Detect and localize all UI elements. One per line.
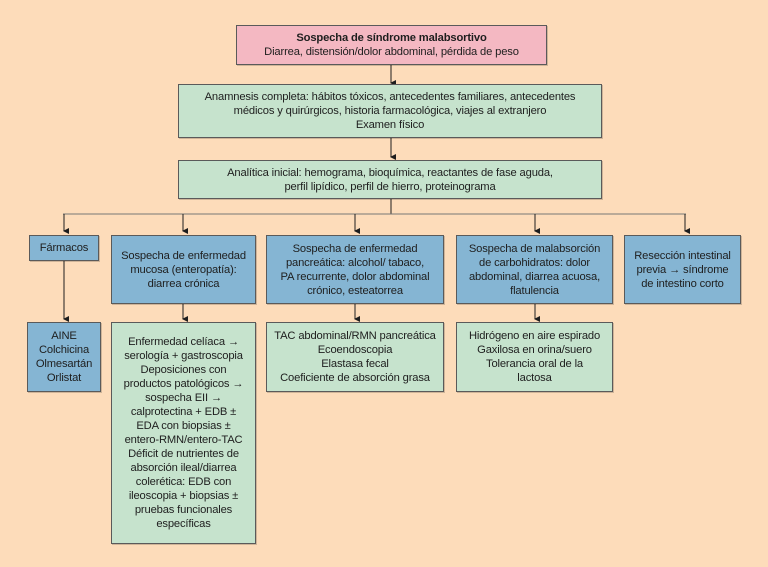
detail-line: lactosa	[517, 372, 552, 384]
branch-label: de carbohidratos: dolor	[479, 256, 590, 269]
branch-label: PA recurrente, dolor abdominal	[280, 270, 430, 283]
branch-carbohidratos: Sospecha de malabsorción de carbohidrato…	[456, 235, 613, 304]
detail-line: ileoscopia + biopsias ±	[128, 490, 239, 502]
title-box: Sospecha de síndrome malabsortivo Diarre…	[236, 25, 547, 65]
branch-label: crónico, esteatorrea	[307, 284, 403, 297]
anamnesis-line: Anamnesis completa: hábitos tóxicos, ant…	[204, 91, 576, 103]
anamnesis-line: Examen físico	[355, 119, 425, 131]
anamnesis-box: Anamnesis completa: hábitos tóxicos, ant…	[178, 84, 602, 138]
detail-line: productos patológicos →	[123, 378, 244, 390]
branch-reseccion: Resección intestinal previa → síndrome d…	[624, 235, 741, 304]
detail-line: Colchicina	[38, 344, 90, 356]
branch-label: Sospecha de enfermedad	[121, 249, 246, 262]
branch-label: mucosa (enteropatía):	[130, 263, 237, 276]
detail-line: Elastasa fecal	[321, 358, 389, 370]
detail-line: Déficit de nutrientes de	[128, 448, 239, 460]
detail-line: serología + gastroscopia	[124, 350, 243, 362]
detail-line: calprotectina + EDB ±	[130, 406, 237, 418]
branch-label: pancreática: alcohol/ tabaco,	[285, 256, 425, 269]
detail-line: colerética: EDB con	[135, 476, 232, 488]
analitica-box: Analítica inicial: hemograma, bioquímica…	[178, 160, 602, 199]
analitica-line: Analítica inicial: hemograma, bioquímica…	[227, 166, 553, 179]
title-subheading: Diarrea, distensión/dolor abdominal, pér…	[264, 46, 519, 58]
detail-line: Coeficiente de absorción grasa	[280, 372, 430, 384]
detail-line: Tolerancia oral de la	[486, 358, 583, 370]
detail-line: Gaxilosa en orina/suero	[477, 344, 592, 356]
branch-label: Fármacos	[39, 242, 89, 254]
detail-line: AINE	[51, 330, 77, 342]
branch-pancreatica: Sospecha de enfermedad pancreática: alco…	[266, 235, 444, 304]
branch-mucosa: Sospecha de enfermedad mucosa (enteropat…	[111, 235, 256, 304]
detail-carbohidratos: Hidrógeno en aire espirado Gaxilosa en o…	[456, 322, 613, 392]
detail-line: Ecoendoscopia	[317, 344, 393, 356]
detail-line: Hidrógeno en aire espirado	[468, 330, 601, 342]
branch-label: abdominal, diarrea acuosa,	[468, 270, 601, 283]
branch-label: diarrea crónica	[147, 277, 220, 290]
detail-line: EDA con biopsias ±	[136, 420, 231, 432]
detail-farmacos: AINE Colchicina Olmesartán Orlistat	[27, 322, 101, 392]
detail-line: Enfermedad celíaca →	[128, 336, 239, 348]
detail-pancreatica: TAC abdominal/RMN pancreática Ecoendosco…	[266, 322, 444, 392]
detail-line: TAC abdominal/RMN pancreática	[274, 330, 436, 342]
detail-line: pruebas funcionales	[134, 504, 233, 516]
detail-line: Orlistat	[46, 372, 82, 384]
detail-line: sospecha EII →	[145, 392, 222, 404]
branch-label: flatulencia	[510, 284, 559, 297]
detail-line: Deposiciones con	[140, 364, 227, 376]
detail-line: absorción ileal/diarrea	[130, 462, 237, 474]
title-heading: Sospecha de síndrome malabsortivo	[296, 32, 487, 44]
branch-label: Sospecha de enfermedad	[292, 242, 418, 255]
branch-label: previa → síndrome	[636, 263, 729, 276]
anamnesis-line: médicos y quirúrgicos, historia farmacol…	[233, 105, 547, 117]
detail-line: Olmesartán	[35, 358, 93, 370]
branch-label: Sospecha de malabsorción	[468, 242, 601, 255]
detail-line: entero-RMN/entero-TAC	[124, 434, 243, 446]
analitica-line: perfil lipídico, perfil de hierro, prote…	[284, 180, 496, 193]
detail-line: específicas	[156, 518, 211, 530]
detail-mucosa: Enfermedad celíaca → serología + gastros…	[111, 322, 256, 544]
branch-label: Resección intestinal	[634, 249, 731, 262]
branch-farmacos: Fármacos	[29, 235, 99, 261]
branch-label: de intestino corto	[641, 277, 724, 290]
